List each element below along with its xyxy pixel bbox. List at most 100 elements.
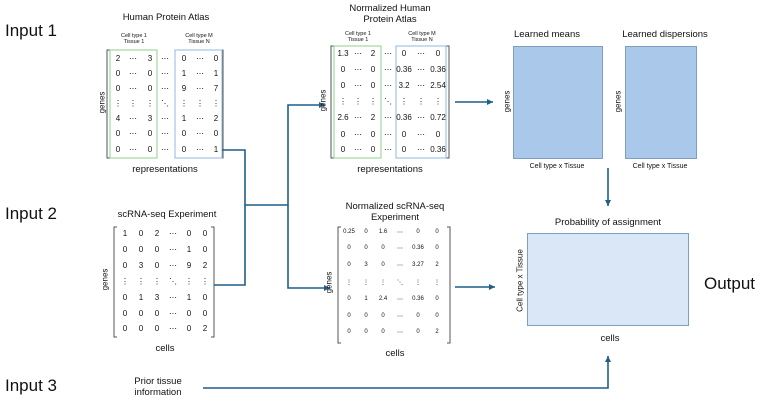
matrix-cell: 0 xyxy=(370,130,376,139)
matrix-cell: ⋯ xyxy=(354,49,362,58)
matrix-cell: ⋯ xyxy=(161,84,169,93)
matrix-cell: 0 xyxy=(213,54,219,63)
matrix-cell: 0 xyxy=(364,229,368,235)
matrix-cell: ⋱ xyxy=(384,97,392,106)
matrix-cell: ⋯ xyxy=(354,130,362,139)
norm-scrna-title: Normalized scRNA-seq Experiment xyxy=(345,201,445,223)
matrix-cell: ⋮ xyxy=(137,277,145,286)
matrix-cell: 3 xyxy=(364,262,368,268)
scrna-ylabel: genes xyxy=(100,268,110,291)
matrix-cell: ⋯ xyxy=(417,81,425,90)
matrix-cell: ⋯ xyxy=(196,84,204,93)
matrix-cell: ⋯ xyxy=(196,54,204,63)
matrix-cell: 0 xyxy=(147,145,153,154)
prior-info-label: Prior tissue information xyxy=(134,376,182,398)
matrix-cell: ⋯ xyxy=(196,129,204,138)
matrix-cell: 0 xyxy=(340,145,346,154)
input-1-label: Input 1 xyxy=(5,21,57,40)
matrix-cell: 0 xyxy=(381,245,385,251)
matrix-cell: 0 xyxy=(181,145,187,154)
matrix-cell: ⋮ xyxy=(212,99,220,108)
prob-xlabel: cells xyxy=(600,333,620,344)
matrix-cell: 1 xyxy=(186,293,192,302)
matrix-cell: 1 xyxy=(181,69,187,78)
hpa-xlabel: representations xyxy=(132,164,198,175)
hpa-left-group-box xyxy=(109,49,158,159)
matrix-cell: 2 xyxy=(202,261,208,270)
matrix-cell: 1 xyxy=(122,229,128,238)
matrix-cell: 9 xyxy=(181,84,187,93)
matrix-cell: ⋱ xyxy=(161,99,169,108)
matrix-cell: 0 xyxy=(154,324,160,333)
matrix-cell: ⋯ xyxy=(169,245,177,254)
matrix-cell: ⋯ xyxy=(397,230,403,236)
matrix-cell: ⋯ xyxy=(354,145,362,154)
matrix-cell: ⋱ xyxy=(169,277,177,286)
matrix-cell: ⋯ xyxy=(397,314,403,320)
junction-to-norm-scrna-arrow xyxy=(287,205,330,291)
matrix-cell: 3 xyxy=(154,293,160,302)
matrix-cell: 0 xyxy=(186,229,192,238)
matrix-cell: ⋯ xyxy=(397,246,403,252)
disp-title: Learned dispersions xyxy=(622,29,708,40)
scrna-xlabel: cells xyxy=(155,343,175,354)
matrix-cell: 0 xyxy=(340,65,346,74)
matrix-cell: ⋮ xyxy=(380,280,386,286)
matrix-cell: 0 xyxy=(381,262,385,268)
matrix-cell: 0 xyxy=(435,229,439,235)
matrix-cell: 3.2 xyxy=(398,81,410,90)
matrix-cell: ⋯ xyxy=(169,229,177,238)
matrix-cell: 0.36 xyxy=(412,296,424,302)
matrix-cell: 2 xyxy=(154,229,160,238)
matrix-cell: 0 xyxy=(364,329,368,335)
matrix-cell: ⋮ xyxy=(417,97,425,106)
matrix-cell: ⋮ xyxy=(185,277,193,286)
matrix-cell: 2 xyxy=(202,324,208,333)
prob-ylabel: Cell type x Tissue xyxy=(515,249,525,312)
matrix-cell: 0 xyxy=(435,130,441,139)
matrix-cell: 0.36 xyxy=(396,65,412,74)
matrix-cell: 0 xyxy=(122,324,128,333)
matrix-cell: ⋯ xyxy=(129,84,137,93)
matrix-cell: 0 xyxy=(213,129,219,138)
matrix-cell: ⋯ xyxy=(169,309,177,318)
matrix-cell: ⋯ xyxy=(129,114,137,123)
matrix-cell: 0 xyxy=(115,84,121,93)
hpa-title: Human Protein Atlas xyxy=(122,12,210,23)
norm-hpa-right-group-box xyxy=(395,45,447,159)
matrix-cell: 9 xyxy=(186,261,192,270)
matrix-cell: ⋯ xyxy=(161,129,169,138)
matrix-cell: ⋮ xyxy=(196,99,204,108)
matrix-cell: 0 xyxy=(347,313,351,319)
matrix-cell: 0 xyxy=(347,329,351,335)
matrix-cell: 0.72 xyxy=(430,113,446,122)
matrix-cell: 0 xyxy=(347,262,351,268)
matrix-cell: 3 xyxy=(147,114,153,123)
matrix-cell: 2 xyxy=(370,49,376,58)
matrix-cell: ⋯ xyxy=(129,129,137,138)
hpa-header-left: Cell type 1 Tissue 1 xyxy=(121,33,147,45)
matrix-cell: 0 xyxy=(370,145,376,154)
matrix-cell: 1 xyxy=(213,145,219,154)
norm-scrna-ylabel: genes xyxy=(324,271,334,294)
disp-ylabel: genes xyxy=(613,90,623,113)
input-2-label: Input 2 xyxy=(5,204,57,223)
matrix-cell: 0 xyxy=(370,81,376,90)
junction-to-norm-hpa-arrow xyxy=(262,102,325,206)
matrix-cell: ⋮ xyxy=(129,99,137,108)
matrix-cell: 1 xyxy=(186,245,192,254)
matrix-cell: ⋯ xyxy=(417,145,425,154)
scrna-to-junction-connector xyxy=(214,205,246,286)
norm-scrna-xlabel: cells xyxy=(385,348,405,359)
norm-hpa-xlabel: representations xyxy=(357,164,423,175)
matrix-cell: ⋯ xyxy=(129,69,137,78)
matrix-cell: ⋮ xyxy=(434,280,440,286)
matrix-cell: ⋮ xyxy=(146,99,154,108)
matrix-cell: 1 xyxy=(213,69,219,78)
matrix-cell: ⋮ xyxy=(400,97,408,106)
matrix-cell: 0 xyxy=(122,293,128,302)
matrix-cell: 1.3 xyxy=(337,49,349,58)
matrix-cell: 0 xyxy=(181,54,187,63)
matrix-cell: ⋯ xyxy=(161,54,169,63)
matrix-cell: 0 xyxy=(115,145,121,154)
